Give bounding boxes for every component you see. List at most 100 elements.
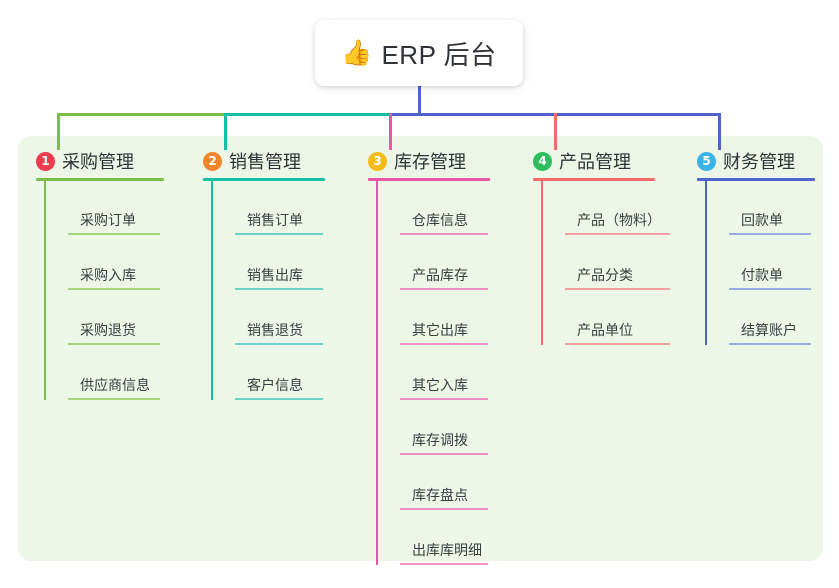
leaf-item-label: 其它入库 xyxy=(412,377,468,393)
column-title-4: 产品管理 xyxy=(559,152,631,172)
leaf-item[interactable]: 采购入库 xyxy=(68,250,160,290)
column-header-2[interactable]: 2 销售管理 xyxy=(203,148,345,174)
leaf-item[interactable]: 销售订单 xyxy=(235,195,323,235)
column-header-4[interactable]: 4 产品管理 xyxy=(533,148,675,174)
column-header-5[interactable]: 5 财务管理 xyxy=(697,148,835,174)
connector-bar-segment-1 xyxy=(56,113,227,116)
drop-stem-2 xyxy=(223,113,227,150)
leaf-item[interactable]: 结算账户 xyxy=(729,305,811,345)
column-spine-3 xyxy=(376,180,378,565)
column-4: 4 产品管理产品（物料） 产品分类产品单位 xyxy=(533,148,675,345)
root-node[interactable]: 👍 ERP 后台 xyxy=(315,20,523,86)
leaf-item-label: 产品库存 xyxy=(412,267,468,283)
leaf-item-rule xyxy=(235,343,323,345)
leaf-item[interactable]: 采购退货 xyxy=(68,305,160,345)
column-header-rule-2 xyxy=(203,178,325,181)
leaf-item[interactable]: 销售退货 xyxy=(235,305,323,345)
leaf-item-rule xyxy=(400,508,488,510)
column-header-rule-4 xyxy=(533,178,655,181)
column-badge-5: 5 xyxy=(697,151,716,171)
column-badge-1: 1 xyxy=(36,151,55,171)
leaf-item-rule xyxy=(565,343,670,345)
leaf-item-label: 库存盘点 xyxy=(412,487,468,503)
column-title-1: 采购管理 xyxy=(62,152,134,172)
leaf-item-rule xyxy=(565,288,670,290)
leaf-item-label: 销售订单 xyxy=(247,212,303,228)
leaf-item[interactable]: 产品分类 xyxy=(565,250,670,290)
leaf-item[interactable]: 库存调拨 xyxy=(400,415,488,455)
leaf-item-label: 产品（物料） xyxy=(577,212,661,228)
drop-stem-3 xyxy=(388,113,392,150)
column-spine-4 xyxy=(541,180,543,345)
column-header-1[interactable]: 1 采购管理 xyxy=(36,148,184,174)
trunk-connector xyxy=(417,86,421,116)
leaf-item[interactable]: 采购订单 xyxy=(68,195,160,235)
column-2: 2 销售管理销售订单销售出库销售退货客户信息 xyxy=(203,148,345,400)
leaf-item-label: 采购退货 xyxy=(80,322,136,338)
leaf-item-rule xyxy=(400,233,488,235)
leaf-item[interactable]: 仓库信息 xyxy=(400,195,488,235)
leaf-item-rule xyxy=(400,398,488,400)
column-5: 5 财务管理回款单付款单结算账户 xyxy=(697,148,835,345)
leaf-item[interactable]: 其它入库 xyxy=(400,360,488,400)
leaf-item-rule xyxy=(68,233,160,235)
leaf-item-rule xyxy=(400,563,488,565)
leaf-item[interactable]: 出库库明细 xyxy=(400,525,488,565)
column-title-2: 销售管理 xyxy=(229,152,301,172)
column-header-rule-1 xyxy=(36,178,164,181)
column-spine-1 xyxy=(44,180,46,400)
drop-stem-5 xyxy=(717,113,721,150)
leaf-item[interactable]: 产品单位 xyxy=(565,305,670,345)
column-header-rule-3 xyxy=(368,178,490,181)
leaf-item-label: 采购订单 xyxy=(80,212,136,228)
column-title-5: 财务管理 xyxy=(723,152,795,172)
leaf-item-label: 其它出库 xyxy=(412,322,468,338)
leaf-item-label: 供应商信息 xyxy=(80,377,150,393)
column-spine-2 xyxy=(211,180,213,400)
leaf-item-label: 出库库明细 xyxy=(412,542,482,558)
leaf-item-label: 库存调拨 xyxy=(412,432,468,448)
leaf-item[interactable]: 其它出库 xyxy=(400,305,488,345)
leaf-item-label: 仓库信息 xyxy=(412,212,468,228)
leaf-item[interactable]: 回款单 xyxy=(729,195,811,235)
leaf-item[interactable]: 供应商信息 xyxy=(68,360,160,400)
column-badge-4: 4 xyxy=(533,151,552,171)
leaf-item[interactable]: 库存盘点 xyxy=(400,470,488,510)
leaf-item-rule xyxy=(68,288,160,290)
leaf-item-rule xyxy=(68,343,160,345)
leaf-item-label: 销售出库 xyxy=(247,267,303,283)
root-node-label: ERP 后台 xyxy=(381,39,497,70)
leaf-item-rule xyxy=(400,288,488,290)
leaf-item-label: 产品单位 xyxy=(577,322,633,338)
leaf-item-rule xyxy=(400,343,488,345)
drop-stem-1 xyxy=(56,113,60,150)
leaf-item-rule xyxy=(729,288,811,290)
leaf-item-rule xyxy=(729,343,811,345)
diagram-background-panel xyxy=(18,136,823,561)
leaf-item-rule xyxy=(400,453,488,455)
leaf-item[interactable]: 付款单 xyxy=(729,250,811,290)
leaf-item[interactable]: 客户信息 xyxy=(235,360,323,400)
column-title-3: 库存管理 xyxy=(394,152,466,172)
column-1: 1 采购管理采购订单采购入库采购退货供应商信息 xyxy=(36,148,184,400)
leaf-item[interactable]: 产品库存 xyxy=(400,250,488,290)
column-badge-2: 2 xyxy=(203,151,222,171)
leaf-item-label: 结算账户 xyxy=(741,322,797,338)
leaf-item-label: 销售退货 xyxy=(247,322,303,338)
leaf-item[interactable]: 产品（物料） xyxy=(565,195,670,235)
leaf-item-rule xyxy=(68,398,160,400)
leaf-item-rule xyxy=(235,398,323,400)
leaf-item-rule xyxy=(565,233,670,235)
leaf-item-label: 客户信息 xyxy=(247,377,303,393)
column-header-rule-5 xyxy=(697,178,815,181)
connector-bar-segment-2 xyxy=(223,113,392,116)
column-spine-5 xyxy=(705,180,707,345)
leaf-item[interactable]: 销售出库 xyxy=(235,250,323,290)
leaf-item-label: 回款单 xyxy=(741,212,783,228)
leaf-item-label: 付款单 xyxy=(741,267,783,283)
connector-bar-segment-4 xyxy=(553,113,721,116)
drop-stem-4 xyxy=(553,113,557,150)
